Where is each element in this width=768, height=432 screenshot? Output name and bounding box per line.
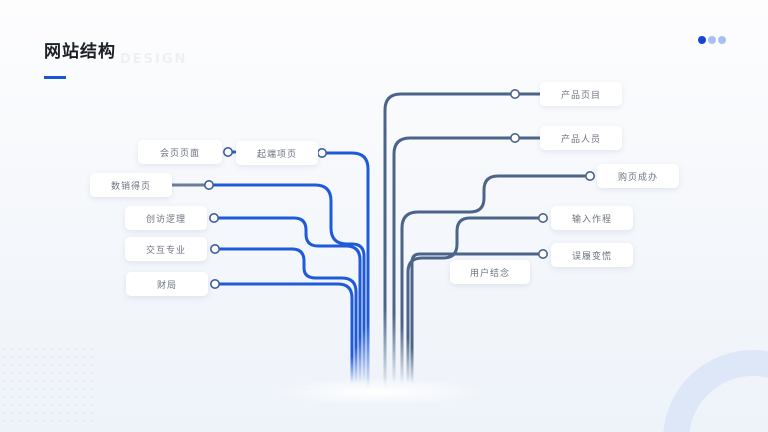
- node-label: 会页页面: [159, 148, 200, 159]
- connector-r3: [584, 171, 595, 182]
- connector-r1: [509, 89, 520, 100]
- branch-l4: [212, 216, 362, 386]
- connector-r2: [509, 133, 520, 144]
- branch-l5: [213, 247, 358, 386]
- node-r6[interactable]: 用户结念: [450, 260, 530, 284]
- connector-r5: [537, 249, 548, 260]
- node-label: 交互专业: [145, 245, 186, 256]
- node-l4[interactable]: 创访逻理: [125, 206, 207, 230]
- node-r2[interactable]: 产品人员: [540, 126, 622, 150]
- page-dot[interactable]: [718, 36, 726, 44]
- connector-l6: [210, 278, 221, 289]
- node-label: 输入作程: [571, 214, 612, 225]
- node-label: 数销得页: [110, 181, 151, 192]
- connector-l1: [223, 147, 234, 158]
- branch-r4: [406, 216, 545, 386]
- node-l5[interactable]: 交互专业: [125, 237, 207, 261]
- node-label: 用户结念: [469, 268, 510, 279]
- node-label: 误履变慌: [571, 251, 612, 262]
- node-l3[interactable]: 数销得页: [90, 173, 172, 197]
- branch-l6: [213, 282, 354, 386]
- page-dot[interactable]: [708, 36, 716, 44]
- node-label: 财局: [156, 280, 177, 291]
- trunk-base-glow: [268, 378, 488, 406]
- node-r5[interactable]: 误履变慌: [551, 243, 633, 267]
- branch-r3: [400, 174, 592, 386]
- node-l6[interactable]: 财局: [126, 272, 208, 296]
- node-label: 产品人员: [560, 134, 601, 145]
- node-label: 产品页目: [560, 90, 601, 101]
- branch-l3: [207, 183, 366, 386]
- connector-l3: [204, 180, 215, 191]
- page-indicator: [698, 36, 726, 44]
- connector-r4: [537, 213, 548, 224]
- node-l2[interactable]: 起端项页: [236, 141, 318, 165]
- node-l1[interactable]: 会页页面: [138, 140, 222, 164]
- branch-l2: [298, 151, 370, 392]
- node-r1[interactable]: 产品页目: [540, 82, 622, 106]
- node-label: 购页成办: [617, 172, 658, 183]
- branch-r2: [392, 136, 517, 386]
- node-r3[interactable]: 购页成办: [597, 164, 679, 188]
- connector-l4: [209, 213, 220, 224]
- page-dot-active[interactable]: [698, 36, 706, 44]
- title-underline: [44, 76, 66, 79]
- page-title: 网站结构: [44, 42, 116, 62]
- title-watermark: DESIGN: [120, 52, 188, 67]
- connector-l5: [210, 244, 221, 255]
- node-label: 创访逻理: [145, 214, 186, 225]
- branch-r5: [410, 252, 545, 386]
- decorative-dot-grid: [0, 345, 95, 425]
- node-label: 起端项页: [256, 149, 297, 160]
- node-r4[interactable]: 输入作程: [551, 206, 633, 230]
- connector-l2: [316, 148, 327, 159]
